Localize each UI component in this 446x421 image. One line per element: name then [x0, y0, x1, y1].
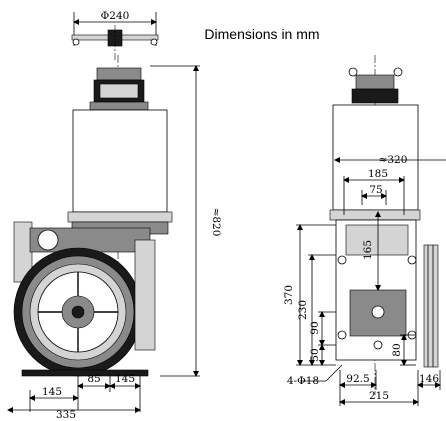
dim-165: 165 [362, 240, 374, 260]
dim-145-left: 145 [42, 386, 62, 398]
dim-overall-height: ≈820 [210, 208, 222, 237]
dim-50: 50 [309, 348, 321, 361]
dim-370: 370 [283, 285, 295, 305]
dim-92-5: 92.5 [346, 373, 369, 385]
side-view [296, 55, 446, 406]
units-note: Dimensions in mm [204, 26, 319, 42]
front-view [7, 55, 200, 413]
dim-85: 85 [87, 373, 100, 385]
dim-146: 146 [419, 373, 439, 385]
top-flange-view [71, 12, 159, 60]
dim-185: 185 [368, 168, 388, 180]
dim-145-right: 145 [115, 373, 135, 385]
motor-body-side [332, 104, 419, 211]
dim-230: 230 [297, 300, 309, 320]
brake-unit [96, 67, 142, 81]
dim-flange-diameter: Φ240 [101, 10, 130, 22]
dim-75: 75 [369, 184, 382, 196]
dim-overall-width: 335 [56, 409, 76, 421]
dim-bolt-holes: 4-Φ18 [287, 375, 319, 387]
dim-side-width: ≈320 [379, 154, 408, 166]
dim-90: 90 [309, 321, 321, 334]
dim-215: 215 [369, 390, 389, 402]
dim-80: 80 [391, 343, 403, 356]
motor-body [72, 109, 168, 213]
